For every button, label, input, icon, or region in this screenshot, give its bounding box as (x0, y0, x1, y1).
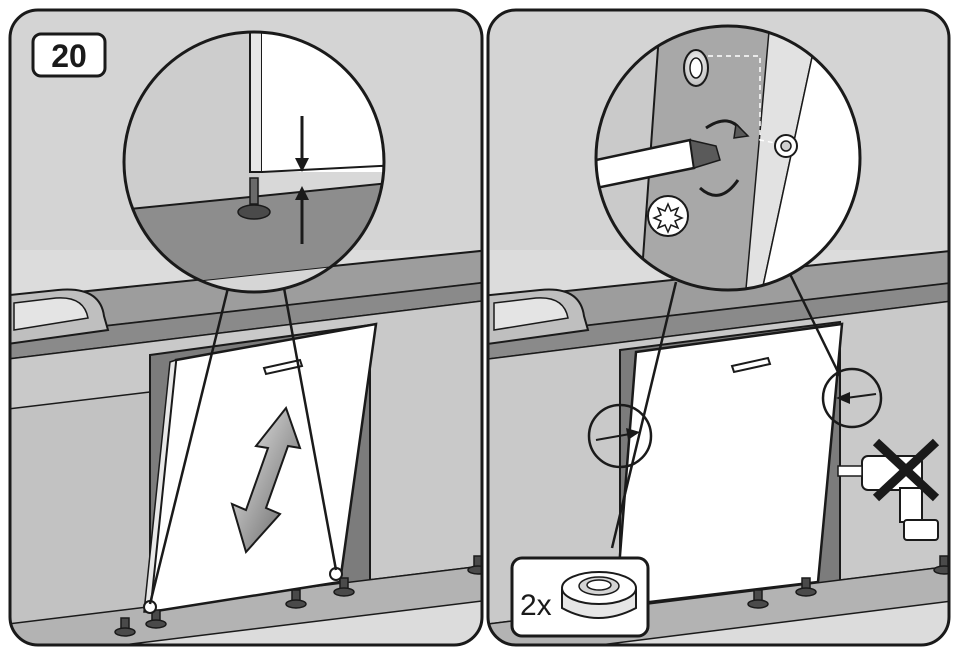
adjustable-feet (114, 555, 482, 637)
step-number-badge: 20 (31, 32, 107, 78)
quantity-label: 2x (520, 589, 552, 622)
screw-position-marker-right (821, 367, 883, 429)
screwdriver-icon (596, 138, 721, 190)
door-handle (730, 356, 772, 374)
step-number: 20 (51, 38, 87, 74)
cover-cap-quantity-box: 2x (510, 556, 650, 638)
up-down-adjust-arrow-icon (230, 405, 302, 555)
dishwasher-door-right (614, 322, 844, 608)
cover-cap-icon (561, 571, 637, 619)
door-handle (262, 358, 304, 376)
adjustable-feet (747, 555, 949, 609)
drill-forbidden-icon (837, 438, 940, 541)
sink (10, 288, 110, 347)
right-panel: 2x (486, 8, 951, 647)
screw-position-marker-left (587, 403, 653, 469)
left-panel: 20 (8, 8, 484, 647)
torx-bit-icon (647, 195, 689, 237)
sink (488, 288, 590, 347)
